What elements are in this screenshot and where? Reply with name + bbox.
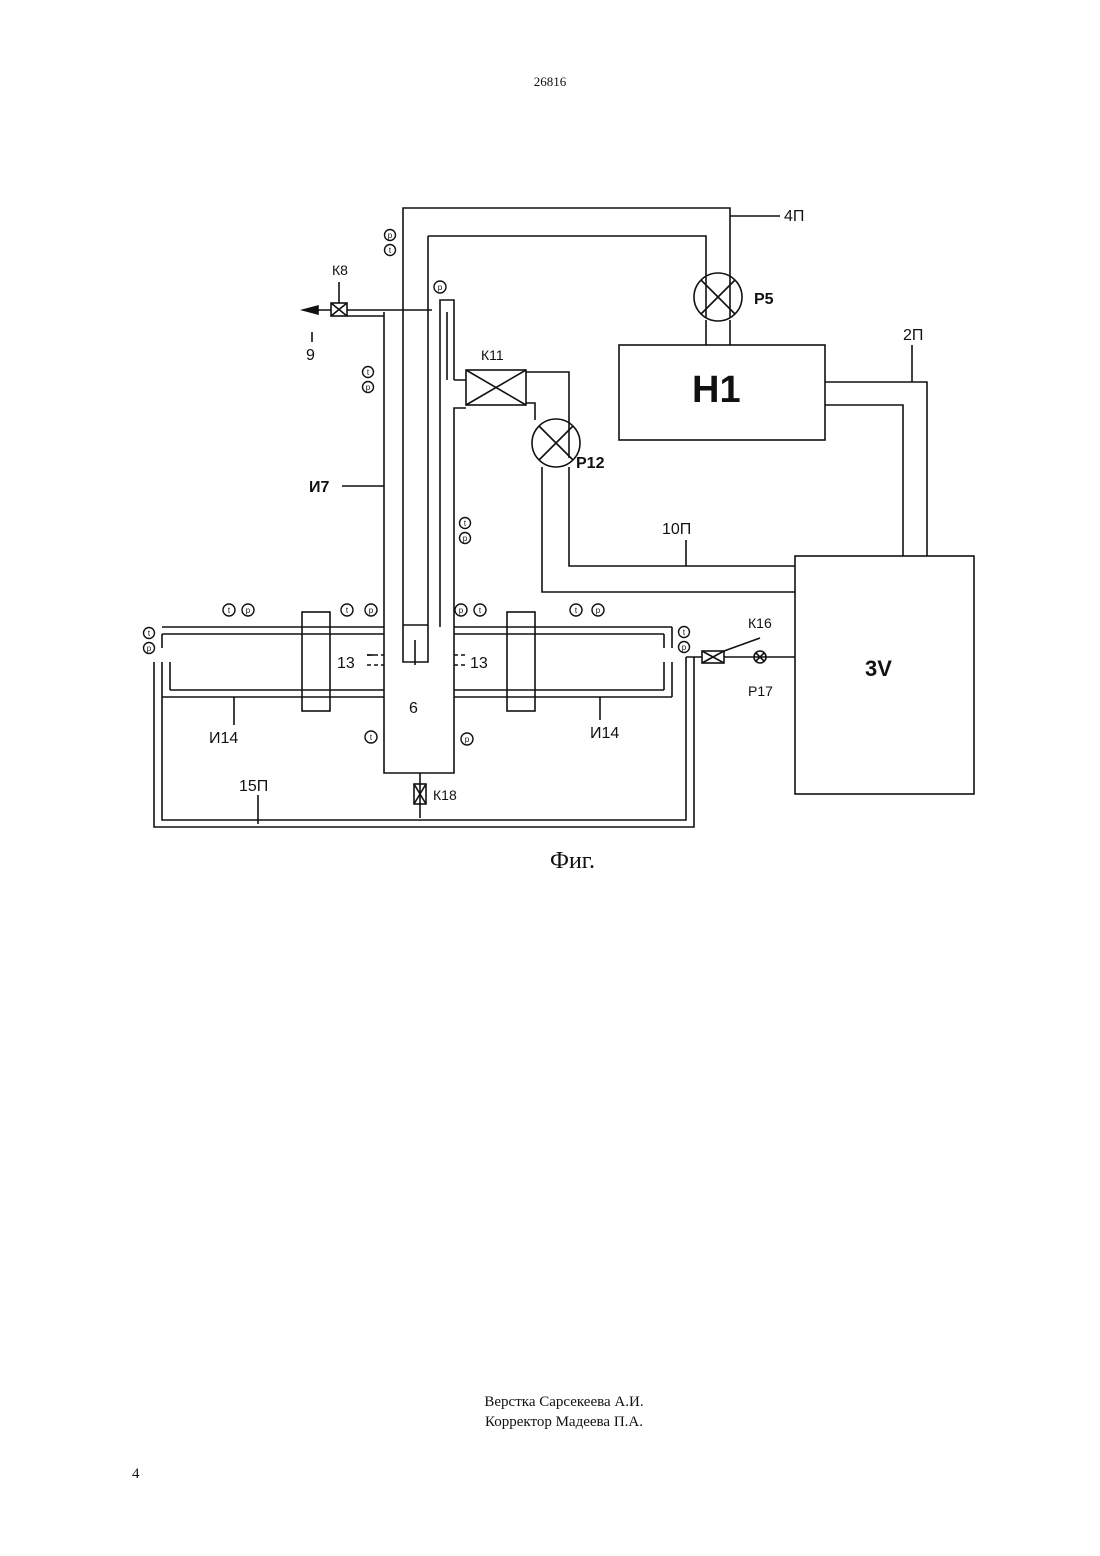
label-pipe-4: 4П: [784, 208, 804, 225]
label-pump-12: P12: [576, 455, 605, 472]
exchanger-right-top: [454, 627, 672, 634]
corrector-credit: Корректор Мадеева П.А.: [0, 1414, 1100, 1431]
label-pipe-2: 2П: [903, 327, 923, 344]
gauge-label: p: [147, 644, 152, 653]
pipe-2: [825, 382, 927, 556]
label-section-13-left: 13: [337, 655, 355, 672]
gauge-label: p: [388, 231, 393, 240]
label-pump-17: P17: [748, 683, 773, 699]
column-right-wall: [440, 300, 466, 627]
label-exchanger-14-left: И14: [209, 730, 238, 747]
label-column: И7: [309, 479, 330, 496]
page-number: 4: [132, 1466, 140, 1483]
label-vessel: 3V: [865, 656, 892, 681]
label-valve-16: К16: [748, 615, 772, 631]
gauge-label: p: [369, 606, 374, 615]
label-pipe-15: 15П: [239, 778, 268, 795]
figure-caption: Фиг.: [550, 848, 595, 874]
outlet-arrow: [303, 306, 318, 314]
label-pipe-10: 10П: [662, 521, 691, 538]
column-inner-tube: [403, 236, 428, 662]
pipe-4-outer: [403, 208, 730, 617]
gauge-label: p: [366, 383, 371, 392]
gauge-label: p: [459, 606, 464, 615]
label-exchanger-14-right: И14: [590, 725, 619, 742]
gauge-label: p: [596, 606, 601, 615]
column-left-wall: [384, 312, 466, 773]
layout-credit: Верстка Сарсекеева А.И.: [0, 1394, 1100, 1411]
label-heater: H1: [692, 369, 741, 411]
gauge-label: p: [682, 643, 687, 652]
label-valve-11: К11: [481, 347, 504, 363]
label-valve-8: К8: [332, 262, 348, 278]
label-outlet: 9: [306, 347, 315, 364]
label-pump-5: P5: [754, 291, 774, 308]
label-valve-18: К18: [433, 787, 457, 803]
label-section-13-right: 13: [470, 655, 488, 672]
pipe-4-inner: [428, 236, 706, 318]
gauge-label: p: [465, 735, 470, 744]
gauge-label: p: [463, 534, 468, 543]
gauge-label: p: [246, 606, 251, 615]
label-element-6: 6: [409, 700, 418, 717]
exchanger-right-bottom: [454, 690, 672, 697]
gauge-label: p: [438, 283, 443, 292]
exchanger-left-top: [162, 627, 384, 634]
exchanger-left-bottom: [162, 690, 384, 697]
